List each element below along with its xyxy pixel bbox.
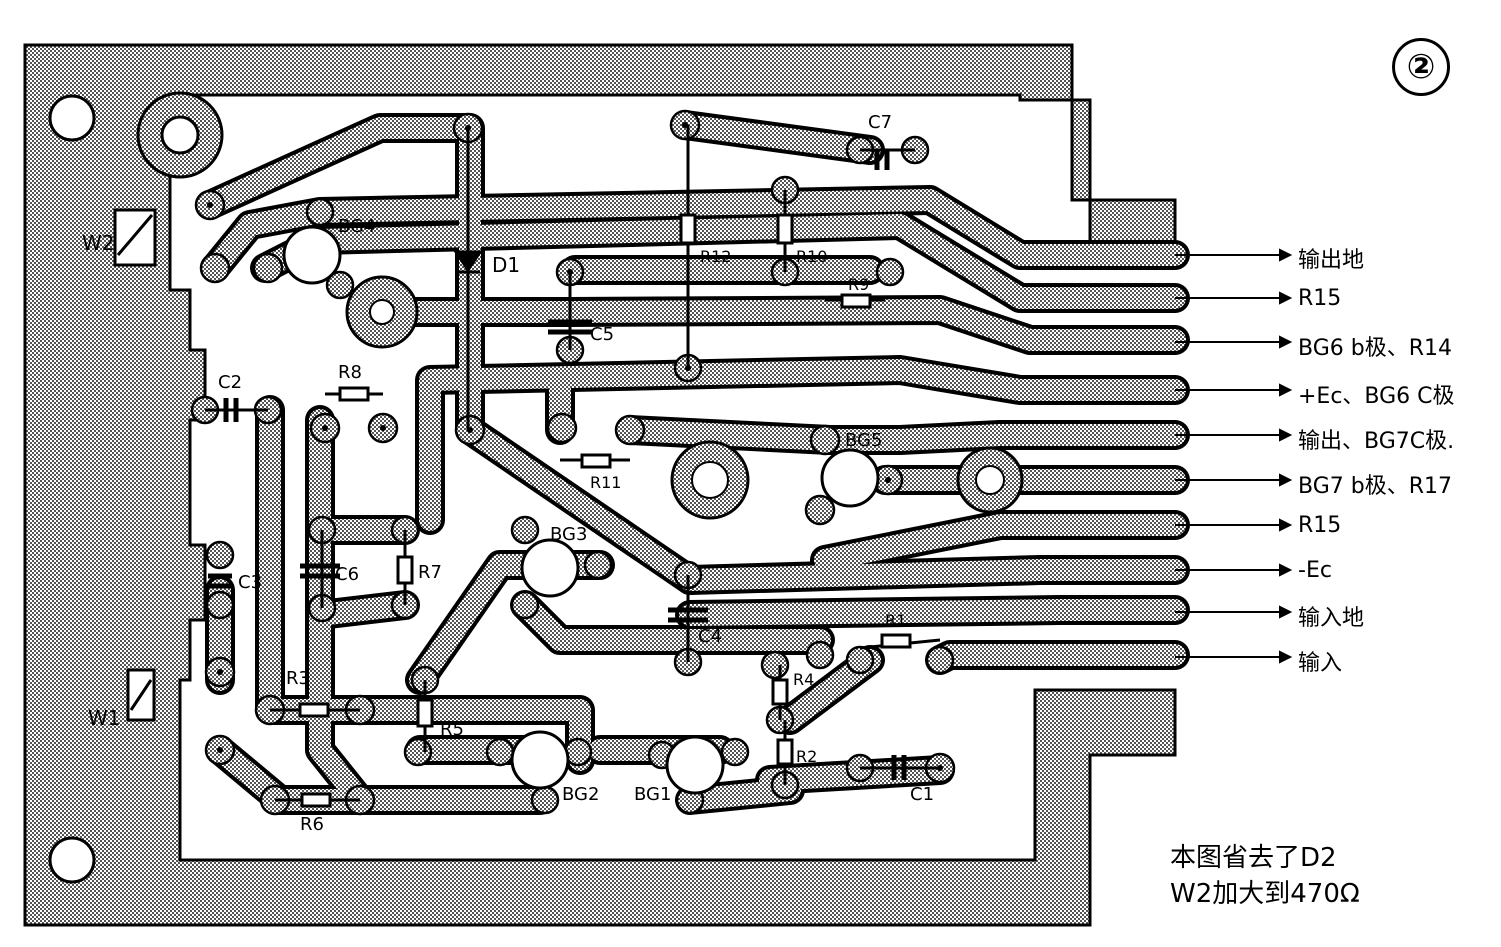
label-bg2: BG2 [562, 784, 599, 805]
mount-hole [48, 94, 96, 142]
io-label-bg6-b: BG6 b极、R14 [1298, 336, 1452, 361]
label-c3: C3 [238, 572, 262, 593]
label-r5: R5 [440, 719, 464, 740]
label-c6: C6 [335, 564, 359, 585]
label-c2: C2 [218, 372, 242, 393]
label-r12: R12 [700, 247, 731, 266]
io-label-output-ground: 输出地 [1298, 248, 1365, 273]
label-r4: R4 [793, 670, 814, 689]
label-c1: C1 [910, 784, 934, 805]
label-d1: D1 [492, 253, 520, 277]
label-bg4: BG4 [338, 216, 375, 237]
label-r10: R10 [796, 247, 827, 266]
label-c5: C5 [590, 324, 614, 345]
label-r8: R8 [338, 362, 362, 383]
io-label-input: 输入 [1298, 651, 1343, 676]
label-r11: R11 [590, 473, 621, 492]
io-label-r15-top: R15 [1298, 286, 1342, 311]
note-line-1: 本图省去了D2 [1170, 843, 1337, 873]
label-c4: C4 [698, 626, 722, 647]
io-label-output: 输出、BG7C极. [1298, 429, 1455, 454]
io-label-r15-bottom: R15 [1298, 513, 1342, 538]
label-r3: R3 [286, 668, 310, 689]
label-bg1: BG1 [634, 784, 671, 805]
note: 本图省去了D2 W2加大到470Ω [1170, 840, 1360, 912]
label-bg3: BG3 [550, 524, 587, 545]
label-r7: R7 [418, 562, 442, 583]
label-bg5: BG5 [845, 430, 882, 451]
label-w2: W2 [82, 231, 115, 255]
note-line-2: W2加大到470Ω [1170, 879, 1360, 909]
figure-number: ② [1392, 38, 1450, 96]
label-c7: C7 [868, 112, 892, 133]
large-pads [136, 91, 1024, 520]
label-r2: R2 [796, 747, 817, 766]
io-label-bg7-b: BG7 b极、R17 [1298, 474, 1452, 499]
mount-hole [48, 836, 96, 884]
io-label-plus-ec: +Ec、BG6 C极 [1298, 384, 1455, 409]
components [113, 125, 941, 808]
label-r6: R6 [300, 814, 324, 835]
pad-holes [207, 122, 943, 771]
label-w1: W1 [88, 706, 121, 730]
connection-arrows [1175, 248, 1293, 664]
io-label-input-ground: 输入地 [1298, 606, 1365, 631]
component-labels: W2 W1 BG4 D1 C7 R12 R10 R9 C5 C2 R8 R11 … [82, 112, 934, 835]
label-r1: R1 [885, 611, 906, 630]
label-r9: R9 [848, 275, 869, 294]
io-label-minus-ec: -Ec [1298, 558, 1332, 583]
